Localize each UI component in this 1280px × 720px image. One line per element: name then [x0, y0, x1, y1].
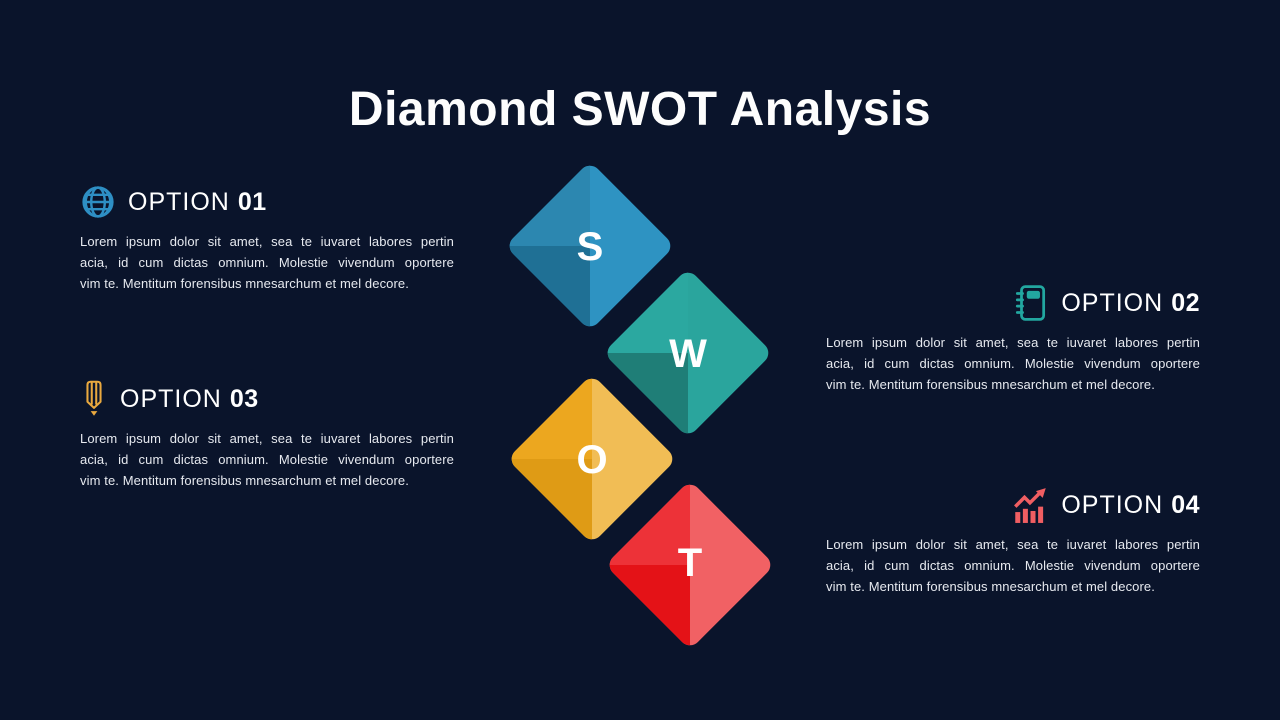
diamond-threats: T: [605, 480, 775, 650]
diamond-letter-t: T: [678, 541, 702, 585]
body-line: vim te. Mentitum forensibus mnesarchum e…: [80, 473, 409, 488]
option-block-03: OPTION 03 Lorem ipsum dolor sit amet, se…: [80, 378, 454, 491]
option-01-title: OPTION 01: [128, 188, 267, 217]
growth-chart-icon: [1014, 488, 1047, 523]
option-01-label: OPTION: [128, 187, 230, 216]
diamond-weaknesses: W: [603, 268, 773, 438]
body-line: acia, id cum dictas omnium. Molestie viv…: [80, 255, 454, 270]
option-03-title: OPTION 03: [120, 385, 259, 414]
option-04-number: 04: [1171, 490, 1200, 519]
option-02-body: Lorem ipsum dolor sit amet, sea te iuvar…: [826, 332, 1200, 395]
option-01-body: Lorem ipsum dolor sit amet, sea te iuvar…: [80, 231, 454, 294]
globe-icon: [82, 186, 114, 218]
option-02-label: OPTION: [1061, 288, 1164, 317]
body-line: Lorem ipsum dolor sit amet, sea te iuvar…: [826, 335, 1200, 350]
option-04-body: Lorem ipsum dolor sit amet, sea te iuvar…: [826, 534, 1200, 597]
option-01-number: 01: [237, 187, 267, 216]
option-block-01: OPTION 01 Lorem ipsum dolor sit amet, se…: [80, 181, 454, 294]
pencil-icon: [86, 380, 102, 416]
option-03-header: OPTION 03: [80, 378, 454, 420]
body-line: Lorem ipsum dolor sit amet, sea te iuvar…: [80, 234, 454, 249]
option-02-title: OPTION 02: [1061, 289, 1200, 318]
option-03-number: 03: [229, 384, 259, 413]
diamond-letter-w: W: [669, 332, 707, 376]
diamond-letter-s: S: [577, 225, 604, 269]
body-line: Lorem ipsum dolor sit amet, sea te iuvar…: [80, 431, 454, 446]
diamond-letter-o: O: [576, 438, 607, 482]
option-03-body: Lorem ipsum dolor sit amet, sea te iuvar…: [80, 428, 454, 491]
option-block-04: OPTION 04 Lorem ipsum dolor sit amet, se…: [826, 484, 1200, 597]
body-line: acia, id cum dictas omnium. Molestie viv…: [80, 452, 454, 467]
body-line: vim te. Mentitum forensibus mnesarchum e…: [826, 377, 1155, 392]
option-02-header: OPTION 02: [826, 282, 1200, 324]
option-block-02: OPTION 02 Lorem ipsum dolor sit amet, se…: [826, 282, 1200, 395]
option-04-title: OPTION 04: [1061, 491, 1200, 520]
diamond-strengths: S: [505, 161, 675, 331]
option-03-label: OPTION: [120, 384, 222, 413]
body-line: Lorem ipsum dolor sit amet, sea te iuvar…: [826, 537, 1200, 552]
body-line: vim te. Mentitum forensibus mnesarchum e…: [826, 579, 1155, 594]
page-title: Diamond SWOT Analysis: [348, 83, 932, 137]
body-line: acia, id cum dictas omnium. Molestie viv…: [826, 356, 1200, 371]
body-line: acia, id cum dictas omnium. Molestie viv…: [826, 558, 1200, 573]
notebook-icon: [1016, 285, 1046, 321]
option-01-header: OPTION 01: [80, 181, 454, 223]
body-line: vim te. Mentitum forensibus mnesarchum e…: [80, 276, 409, 291]
option-04-header: OPTION 04: [826, 484, 1200, 526]
diamond-opportunities: O: [507, 374, 677, 544]
option-04-label: OPTION: [1061, 490, 1164, 519]
option-02-number: 02: [1171, 288, 1200, 317]
